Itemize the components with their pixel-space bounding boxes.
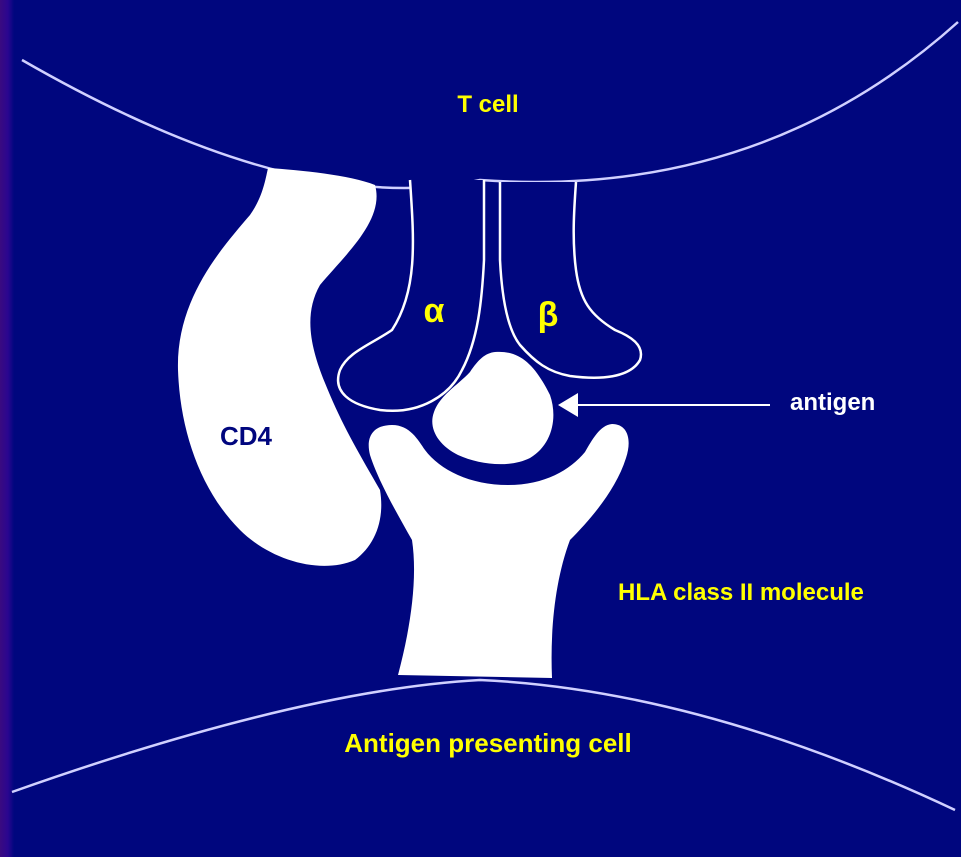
beta-label: β <box>538 296 559 334</box>
cd4-label: CD4 <box>220 421 273 451</box>
tcr-beta-chain <box>500 182 641 378</box>
hla-label: HLA class II molecule <box>618 579 864 606</box>
t-cell-label: T cell <box>457 91 518 118</box>
antigen-label: antigen <box>790 389 875 416</box>
apc-label: Antigen presenting cell <box>344 728 632 758</box>
alpha-label: α <box>424 292 445 330</box>
